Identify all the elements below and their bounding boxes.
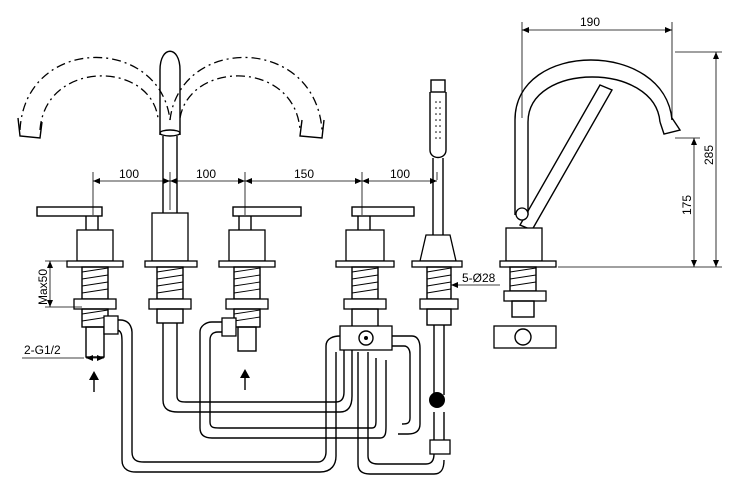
dim-inlet-thread: 2-G1/2 — [24, 343, 61, 357]
dim-spacing-3: 150 — [294, 167, 314, 181]
dim-hole-diameter: 5-Ø28 — [462, 271, 496, 285]
dim-max-deck-thickness: Max50 — [36, 269, 50, 305]
dim-spout-reach: 190 — [580, 15, 600, 29]
fittings — [103, 315, 451, 455]
diverter-valve — [335, 206, 415, 268]
threaded-shanks — [73, 266, 459, 358]
dim-total-height: 285 — [702, 145, 716, 165]
dim-spacing-4: 100 — [390, 167, 410, 181]
dim-spacing-2: 100 — [196, 167, 216, 181]
central-spout — [144, 50, 198, 268]
arrow-up-icon — [89, 371, 99, 392]
dim-spout-height: 175 — [680, 195, 694, 215]
hot-valve — [218, 206, 302, 268]
cold-valve — [36, 206, 124, 268]
hand-shower — [411, 79, 463, 268]
dim-spacing-1: 100 — [119, 167, 139, 181]
side-view — [493, 59, 682, 349]
dimension-lines — [22, 22, 722, 361]
connection-hoses — [110, 319, 445, 475]
arrow-up-icon — [240, 369, 250, 390]
spout-swing-paths — [17, 56, 325, 139]
